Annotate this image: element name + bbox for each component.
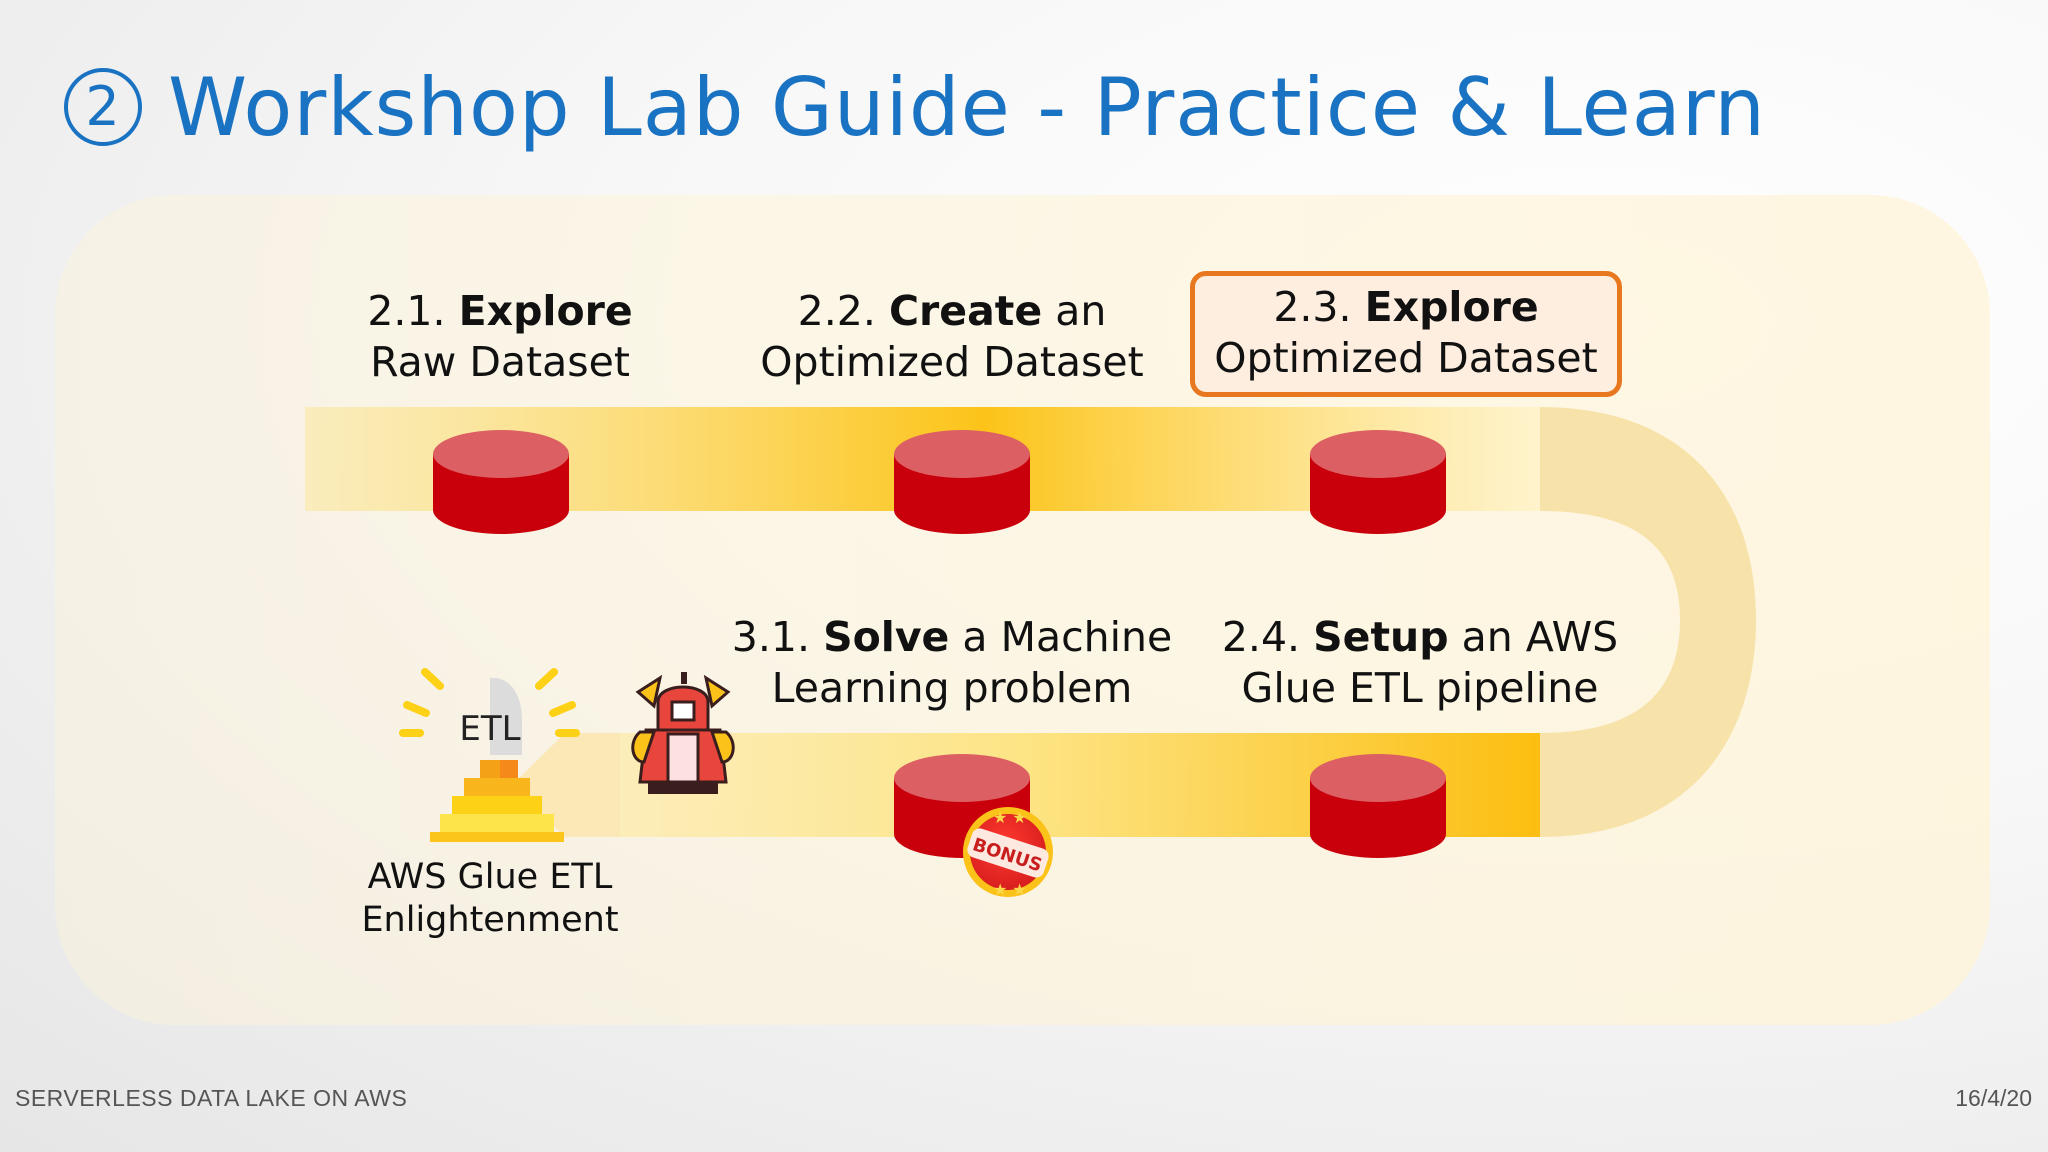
etl-caption: AWS Glue ETL Enlightenment	[361, 857, 619, 940]
cloud-shape	[490, 677, 522, 755]
pyramid-icon	[430, 760, 564, 842]
road-curve	[1540, 407, 1756, 837]
step-label-create-optimized: 2.2. Create an Optimized Dataset	[760, 287, 1144, 386]
robot-knight-icon	[631, 672, 735, 794]
database-icon-raw	[433, 430, 569, 534]
step-label-explore-optimized: 2.3. Explore Optimized Dataset	[1190, 271, 1622, 397]
slide-title: 2 Workshop Lab Guide - Practice & Learn	[64, 52, 1766, 162]
step-label-solve-ml: 3.1. Solve a Machine Learning problem	[731, 613, 1173, 712]
svg-text:★ ★: ★ ★	[993, 808, 1027, 827]
bonus-badge-icon: ★ ★ ★ ★ BONUS	[963, 807, 1053, 899]
title-text: Workshop Lab Guide - Practice & Learn	[168, 60, 1766, 154]
footer-title: SERVERLESS DATA LAKE ON AWS	[15, 1085, 408, 1111]
etl-icon-label: ETL	[459, 709, 520, 749]
database-icon-explore	[1310, 430, 1446, 534]
database-icon-glue	[1310, 754, 1446, 858]
step-label-setup-glue: 2.4. Setup an AWS Glue ETL pipeline	[1221, 613, 1619, 712]
svg-text:★ ★: ★ ★	[993, 880, 1027, 899]
footer-date: 16/4/20	[1955, 1085, 2032, 1111]
database-icon-create	[894, 430, 1030, 534]
database-layer	[433, 430, 1446, 858]
step-label-explore-raw: 2.1. Explore Raw Dataset	[367, 287, 633, 386]
step-number-circle: 2	[64, 68, 142, 146]
etl-icon: ETL	[399, 668, 580, 842]
etl-rays	[399, 668, 580, 737]
